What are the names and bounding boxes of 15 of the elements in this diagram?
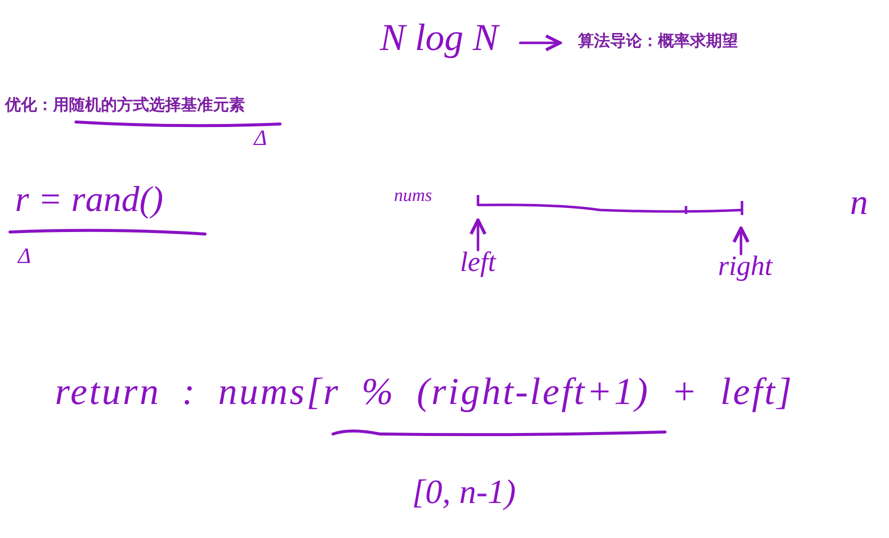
note-text: 算法导论：概率求期望 bbox=[578, 31, 738, 50]
array-label: nums bbox=[394, 186, 432, 206]
code-expression: r = rand() bbox=[15, 180, 164, 220]
arrow bbox=[732, 226, 750, 256]
code-expression: return : nums[r % (right-left+1) + left] bbox=[55, 372, 794, 414]
triangle-mark: Δ bbox=[18, 244, 31, 268]
arrow bbox=[519, 34, 562, 52]
range-label: [0, n-1) bbox=[412, 474, 516, 512]
heading-text: 优化：用随机的方式选择基准元素 bbox=[5, 95, 245, 114]
pointer-label: right bbox=[718, 252, 772, 283]
size-label: n bbox=[850, 183, 868, 223]
pointer-label: left bbox=[460, 248, 496, 279]
triangle-mark: Δ bbox=[254, 126, 267, 150]
arrow bbox=[469, 218, 487, 252]
handwritten-formula: N log N bbox=[380, 18, 498, 60]
